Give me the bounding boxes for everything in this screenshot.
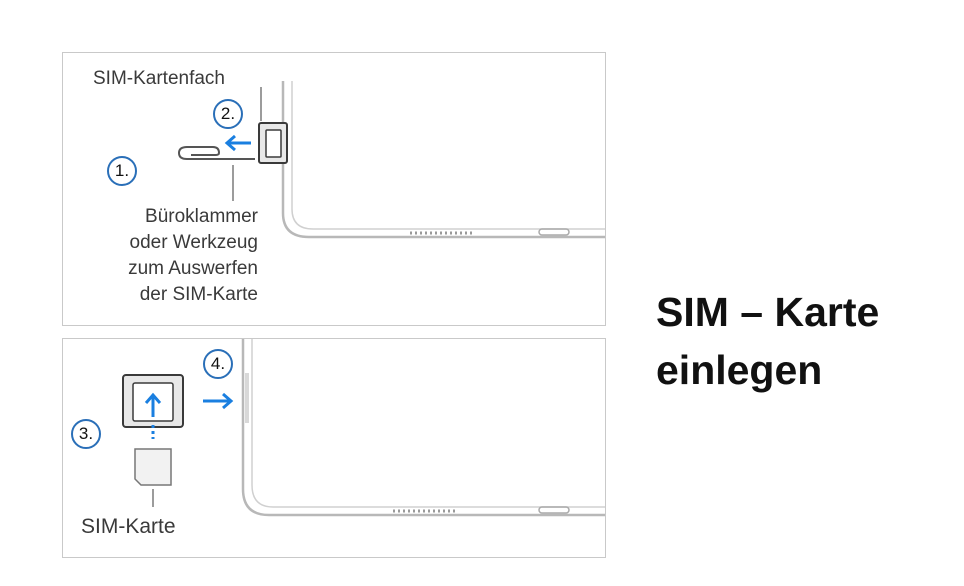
slot-opening: [245, 373, 249, 423]
insert-card-illustration: 4. 3. SIM-Karte: [62, 338, 606, 558]
tool-label-line-4: der SIM-Karte: [139, 284, 258, 305]
card-label: SIM-Karte: [81, 515, 176, 538]
port: [538, 506, 570, 514]
paperclip: [177, 146, 255, 160]
step-1-marker: 1.: [107, 156, 137, 186]
phone-edge-drawing: [177, 81, 605, 239]
remove-tray-illustration: SIM-Kartenfach 2. 1. Büroklammer oder We…: [62, 52, 606, 326]
arrow-up-head: [144, 392, 162, 404]
step-2-marker: 2.: [213, 99, 243, 129]
arrow-left-head: [224, 134, 236, 152]
phone-outline-inner: [291, 81, 605, 230]
step-4-marker: 4.: [203, 349, 233, 379]
page-title: SIM – Karte einlegen: [656, 283, 956, 399]
sim-tray-slot: [265, 129, 282, 158]
step-3-marker: 3.: [71, 419, 101, 449]
phone-outline: [281, 81, 605, 239]
title-line-1: SIM – Karte: [656, 289, 880, 335]
phone-outline: [241, 339, 605, 517]
tool-label-line-2: oder Werkzeug: [129, 232, 259, 253]
tool-label-line-3: zum Auswerfen: [128, 258, 258, 279]
title-line-2: einlegen: [656, 347, 823, 393]
port: [538, 228, 570, 236]
tool-label-line-1: Büroklammer: [145, 206, 258, 227]
tray-label: SIM-Kartenfach: [93, 68, 225, 89]
phone-outline-inner: [251, 339, 605, 508]
sim-card: [134, 448, 172, 486]
phone-edge-drawing-2: [122, 339, 605, 517]
arrow-right-head: [222, 392, 234, 410]
